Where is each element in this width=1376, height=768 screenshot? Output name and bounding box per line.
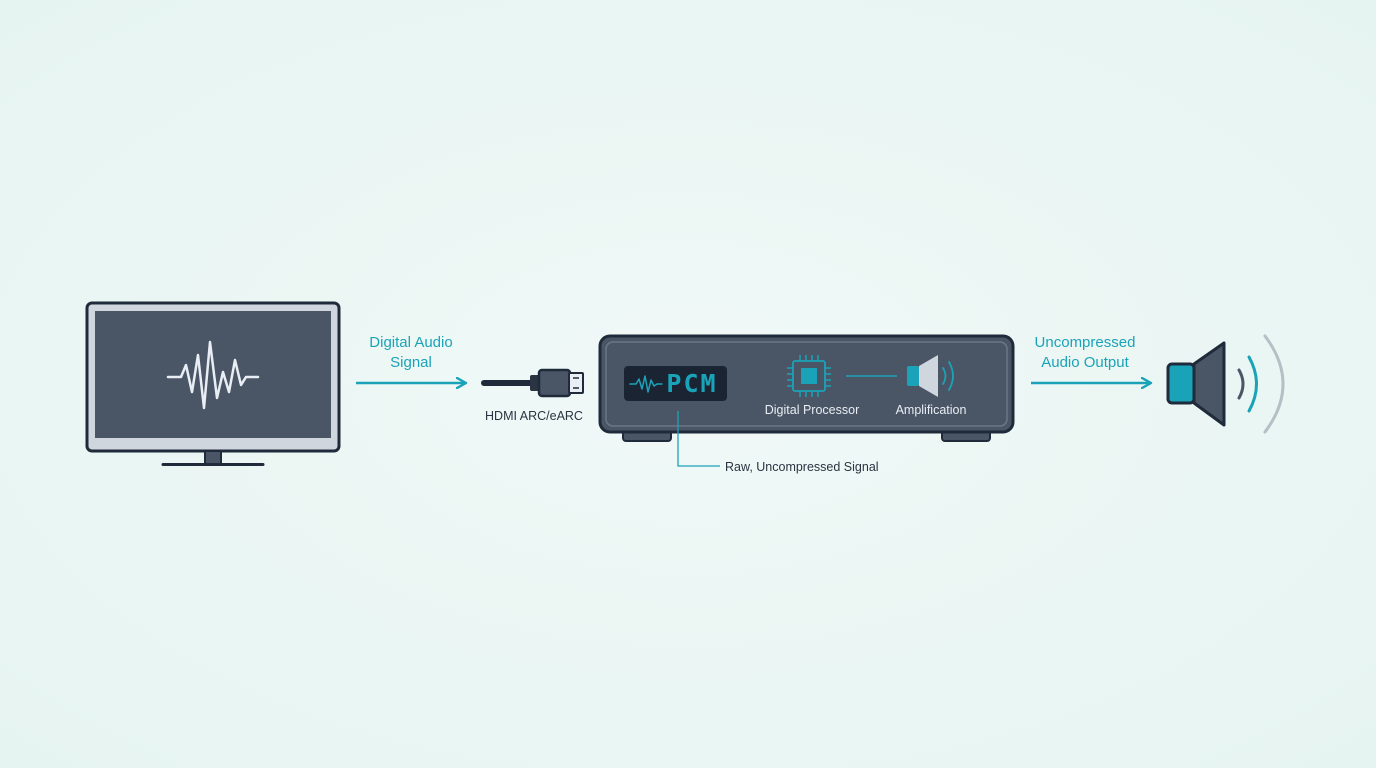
- raw-signal-callout-line: [677, 411, 720, 467]
- tv-icon: [85, 301, 341, 466]
- pcm-display-text: PCM: [666, 369, 718, 398]
- digital-audio-signal-line-2: Signal: [390, 354, 432, 371]
- uncompressed-output-line-1: Uncompressed: [1034, 334, 1136, 351]
- receiver-device: [598, 334, 1015, 442]
- waveform-icon: [166, 340, 260, 410]
- speaker-icon: [907, 355, 954, 397]
- digital-audio-signal-label: Digital Audio Signal: [351, 333, 471, 373]
- amplification-label: Amplification: [895, 403, 967, 417]
- digital-audio-signal-line-1: Digital Audio: [369, 334, 453, 351]
- speaker-icon: [1166, 334, 1285, 434]
- hdmi-label: HDMI ARC/eARC: [485, 409, 583, 423]
- digital-processor-label: Digital Processor: [764, 403, 860, 417]
- pcm-display: [624, 366, 727, 401]
- uncompressed-output-label: Uncompressed Audio Output: [1020, 333, 1150, 373]
- waveform-icon: [629, 375, 663, 393]
- raw-signal-label: Raw, Uncompressed Signal: [725, 460, 879, 474]
- hdmi-plug-icon: [481, 368, 584, 398]
- chip-icon: [787, 355, 831, 397]
- uncompressed-output-line-2: Audio Output: [1041, 354, 1129, 371]
